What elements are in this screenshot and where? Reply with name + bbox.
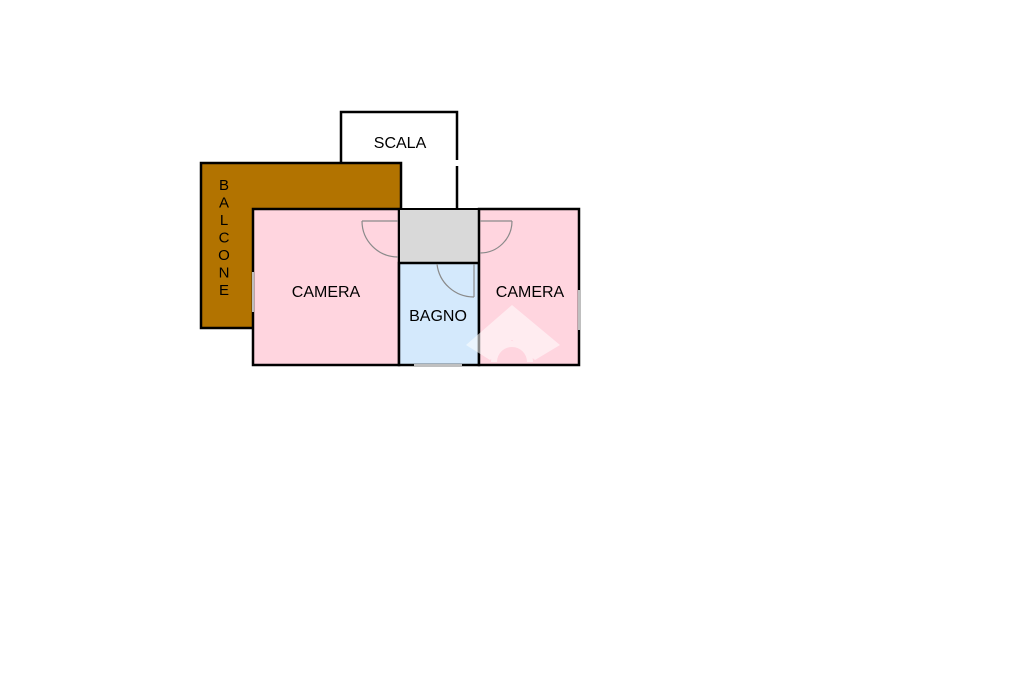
balcony-label-letter: O xyxy=(218,247,230,264)
bedroom-left-label: CAMERA xyxy=(292,284,361,301)
bathroom-label: BAGNO xyxy=(409,308,467,325)
bedroom-left-room xyxy=(251,207,401,367)
balcony-label-letter: A xyxy=(219,195,229,212)
balcony-label-letter: B xyxy=(219,177,229,194)
balcony-label-letter: E xyxy=(219,282,229,299)
bedroom-right-label: CAMERA xyxy=(496,284,565,301)
door-bathroom xyxy=(436,263,475,298)
balcony-label-letter: L xyxy=(220,212,228,229)
bathroom-room xyxy=(397,261,481,367)
balcony-label-letter: N xyxy=(219,265,230,282)
hallway-area xyxy=(398,208,480,264)
watermark-logo-icon xyxy=(466,305,560,363)
door-right-bedroom xyxy=(479,220,513,254)
balcony-label-letter: C xyxy=(219,230,230,247)
stair-label: SCALA xyxy=(374,135,427,152)
door-left-bedroom xyxy=(361,220,399,258)
